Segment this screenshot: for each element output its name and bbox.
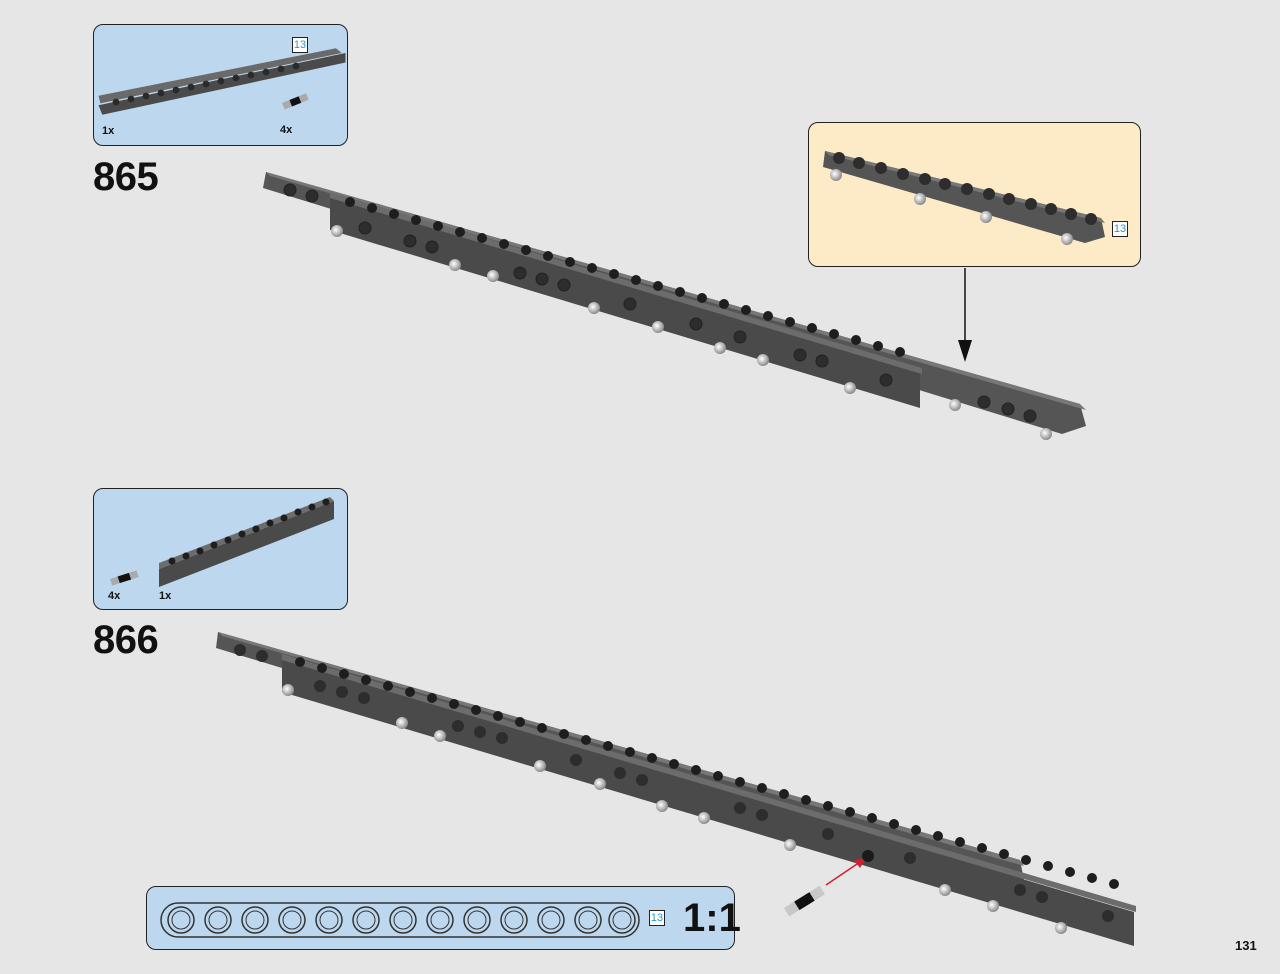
step-number-866: 866 [93,618,159,662]
pins-866 [282,684,1067,934]
stud-row-866 [295,657,1119,889]
pins-865 [331,225,1052,440]
step-866-parts-box: 4x 1x [93,488,348,610]
step-865-parts-box: 13 1x 4x [93,24,348,146]
scale-label: 1:1 [683,896,741,940]
pin-quantity: 4x [108,590,121,602]
subassembly-callout: 13 [808,122,1141,267]
scale-reference-box: 13 1:1 [146,886,741,950]
scale-beam-art [160,902,640,938]
length-tag-13: 13 [292,37,308,53]
step-865-parts-art [98,48,346,115]
scale-length-tag-13: 13 [649,910,665,926]
callout-length-tag-13: 13 [1112,221,1128,237]
new-pin [784,885,825,917]
beam-quantity: 1x [102,125,115,137]
step-number-865: 865 [93,155,159,199]
page-number: 131 [1235,938,1257,953]
stud-row-865 [345,197,905,357]
beam-holes [112,62,300,106]
brick-holes-866 [234,644,1114,922]
pin-quantity: 4x [280,124,293,136]
target-hole [862,850,874,862]
pin-icon [282,93,309,110]
step-866-parts-art [110,497,334,587]
brick-quantity: 1x [159,590,172,602]
insert-arrow [825,858,866,886]
pin-icon [110,570,139,586]
brick-holes-865 [283,183,1037,423]
callout-beam-art [823,151,1105,245]
